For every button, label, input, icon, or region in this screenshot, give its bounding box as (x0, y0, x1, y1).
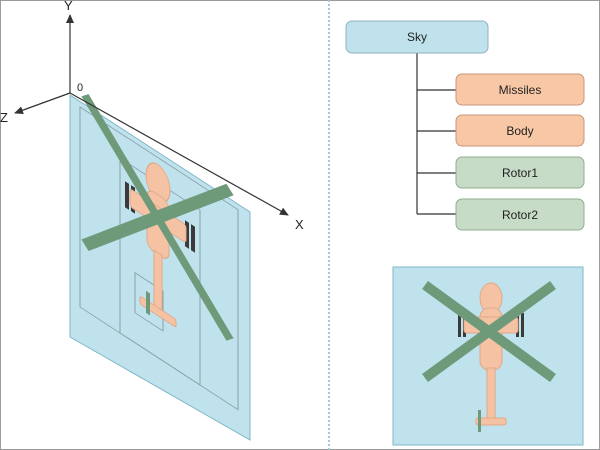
panel-divider (328, 0, 330, 450)
tree-connectors (416, 53, 456, 215)
node-rotor1-label: Rotor1 (502, 166, 538, 180)
rotor-blades (81, 94, 234, 341)
node-sky: Sky (345, 20, 489, 54)
node-missiles: Missiles (455, 73, 585, 106)
node-rotor2-label: Rotor2 (502, 208, 538, 222)
tail-rotor (146, 290, 150, 316)
node-sky-label: Sky (407, 30, 427, 44)
node-rotor1: Rotor1 (455, 156, 585, 189)
scene-3d: Y X Z 0 (0, 0, 304, 441)
origin-label: 0 (77, 82, 83, 94)
z-axis-label: Z (0, 110, 8, 125)
helicopter-preview (392, 266, 584, 446)
preview-tail-rotor (478, 410, 481, 432)
x-axis-label: X (295, 217, 304, 232)
preview-rotor-blades (422, 280, 556, 383)
node-body: Body (455, 114, 585, 147)
scene-graph: Sky Missiles Body Rotor1 Rotor2 (345, 20, 585, 231)
skewed-helicopter (79, 94, 239, 411)
z-axis (14, 92, 71, 115)
y-axis-label: Y (64, 0, 73, 13)
x-axis (69, 92, 289, 216)
node-body-label: Body (506, 124, 533, 138)
node-rotor2: Rotor2 (455, 198, 585, 231)
node-missiles-label: Missiles (499, 83, 542, 97)
